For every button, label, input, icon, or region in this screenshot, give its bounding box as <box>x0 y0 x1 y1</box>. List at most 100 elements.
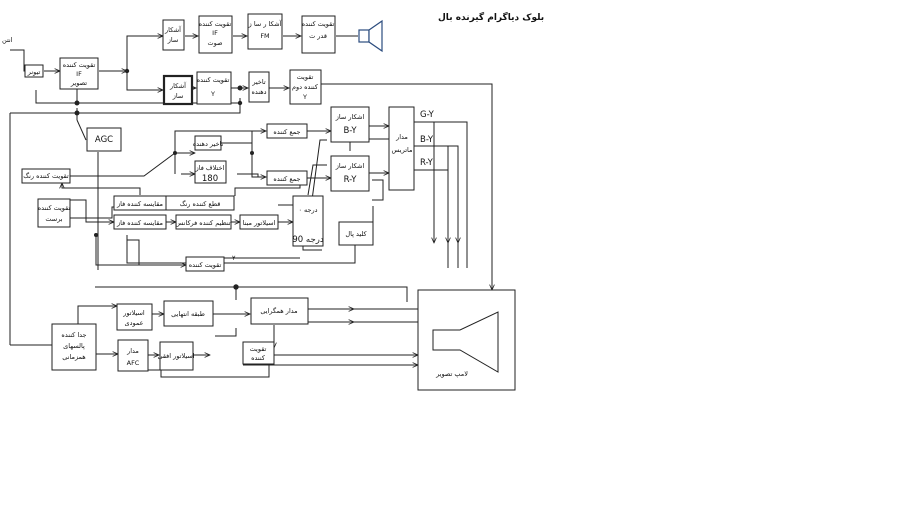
svg-text:اختلاف فاز: اختلاف فاز <box>195 164 225 172</box>
svg-text:IF: IF <box>212 29 218 37</box>
output-label-b-y: B-Y <box>420 135 434 145</box>
afc-block: مدار AFC <box>117 339 149 372</box>
svg-text:تقویت کننده: تقویت کننده <box>38 204 71 212</box>
svg-text:تاخیر دهنده: تاخیر دهنده <box>193 140 224 148</box>
audio-power-amplifier-block: تقویت کننده قدر ت <box>301 15 336 54</box>
second-y-amplifier-block: تقویت کننده دوم Y <box>289 69 322 105</box>
phase-shift-0-90-block: ۰ درجه 90 درجه <box>292 195 324 247</box>
output-label-r-y: R-Y <box>420 158 434 168</box>
svg-text:آشکا ر سا ز: آشکا ر سا ز <box>248 19 283 28</box>
svg-text:آشکار: آشکار <box>164 25 182 34</box>
delay-line-block: تاخیر دهنده <box>193 135 224 151</box>
adder-top-block: جمع کننده <box>266 123 308 139</box>
svg-text:تاخیر: تاخیر <box>251 78 266 86</box>
svg-text:تیونر: تیونر <box>27 68 41 76</box>
svg-text:جمع کننده: جمع کننده <box>273 175 300 183</box>
svg-text:طبقه انتهایی: طبقه انتهایی <box>171 310 205 318</box>
svg-text:تقویت کننده: تقویت کننده <box>199 20 232 28</box>
svg-text:دهنده: دهنده <box>251 88 266 96</box>
antenna-label: انتن <box>2 36 13 44</box>
phase-invert-180-block: اختلاف فاز 180 <box>194 160 227 184</box>
horizontal-oscillator-block: اسیلاتور افقی <box>157 341 195 371</box>
svg-text:لامپ تصویر: لامپ تصویر <box>435 370 468 378</box>
tuner-block: تیونر <box>24 64 44 78</box>
svg-text:همزمانی: همزمانی <box>62 353 86 361</box>
video-detector-block: آشکار ساز <box>162 74 194 106</box>
svg-text:اسیلاتور مبنا: اسیلاتور مبنا <box>243 219 276 227</box>
matrix-block: مدار ماتریس <box>388 106 415 191</box>
svg-text:B-Y: B-Y <box>343 126 357 136</box>
diagram-title: بلوک دیاگرام گیرنده بال <box>438 11 544 23</box>
svg-text:تصویر: تصویر <box>70 79 87 87</box>
junction-dots <box>74 68 254 290</box>
svg-text:مقایسه کننده فاز: مقایسه کننده فاز <box>116 219 163 227</box>
svg-text:FM: FM <box>260 32 269 40</box>
svg-text:قدر ت: قدر ت <box>309 32 327 40</box>
bottom-amplifier-block: تقویت کننده <box>185 256 225 272</box>
b-y-detector-block: اشکار ساز B-Y <box>330 106 370 143</box>
output-label-g-y: G-Y <box>420 110 435 120</box>
y-amplifier-block: تقویت کننده Y <box>196 71 232 105</box>
svg-text:ساز: ساز <box>167 36 179 44</box>
svg-text:اشکار ساز: اشکار ساز <box>335 113 365 121</box>
sound-detector-block: آشکار ساز <box>162 19 185 51</box>
svg-text:مدار: مدار <box>126 347 139 355</box>
phase-comparator-1-block: مقایسه کننده فاز <box>113 195 167 211</box>
sync-separator-block: جدا کننده پالسهای همزمانی <box>51 323 97 371</box>
svg-text:جمع کننده: جمع کننده <box>273 128 300 136</box>
burst-amplifier-block: تقویت کننده برست <box>37 198 71 228</box>
frequency-control-block: تنظیم کننده فرکانس <box>175 214 232 230</box>
svg-text:کننده: کننده <box>251 354 266 362</box>
svg-text:Y: Y <box>210 90 215 98</box>
r-y-detector-block: اشکار ساز R-Y <box>330 155 370 192</box>
svg-text:ماتریس: ماتریس <box>392 146 413 154</box>
svg-text:کننده دوم: کننده دوم <box>292 83 319 91</box>
svg-text:برست: برست <box>45 215 62 223</box>
svg-text:Y: Y <box>302 93 307 101</box>
svg-text:آشکار: آشکار <box>169 81 187 90</box>
svg-text:قطع کننده رنگ: قطع کننده رنگ <box>180 200 221 208</box>
if-amplifier-block: تقویت کننده IF تصویر <box>59 57 99 90</box>
svg-text:تقویت: تقویت <box>297 73 314 81</box>
adder-bottom-block: جمع کننده <box>266 170 308 186</box>
svg-text:اسیلاتور افقی: اسیلاتور افقی <box>157 352 194 360</box>
svg-text:کلید پال: کلید پال <box>345 230 367 238</box>
svg-text:تقویت کننده رنگ: تقویت کننده رنگ <box>23 172 69 180</box>
phase-comparator-2-block: مقایسه کننده فاز <box>113 214 167 230</box>
svg-text:R-Y: R-Y <box>344 175 358 185</box>
pal-switch-block: کلید پال <box>338 221 374 246</box>
color-killer-block: قطع کننده رنگ <box>165 195 235 211</box>
svg-text:صوت: صوت <box>208 39 223 47</box>
sound-if-amplifier-block: تقویت کننده IF صوت <box>198 15 233 54</box>
svg-text:تقویت: تقویت <box>250 345 267 353</box>
svg-text:۰ درجه: ۰ درجه <box>298 206 317 214</box>
svg-text:جدا کننده: جدا کننده <box>61 331 86 339</box>
y-delay-block: تاخیر دهنده <box>248 71 270 103</box>
chroma-amplifier-block: تقویت کننده رنگ <box>21 168 71 184</box>
svg-text:عمودی: عمودی <box>125 319 144 327</box>
speaker-icon <box>358 19 383 53</box>
picture-tube-block: لامپ تصویر <box>417 289 516 391</box>
svg-text:ساز: ساز <box>172 92 184 100</box>
agc-block: AGC <box>86 127 122 152</box>
fm-detector-block: آشکا ر سا ز FM <box>247 13 283 50</box>
svg-text:مقایسه کننده فاز: مقایسه کننده فاز <box>116 200 163 208</box>
reference-oscillator-block: اسیلاتور مبنا <box>239 214 279 230</box>
svg-text:تنظیم کننده فرکانس: تنظیم کننده فرکانس <box>175 219 230 227</box>
vertical-oscillator-block: اسیلاتور عمودی <box>116 303 153 331</box>
svg-text:تقویت کننده: تقویت کننده <box>189 261 222 269</box>
svg-text:پالسهای: پالسهای <box>63 342 85 350</box>
svg-text:IF: IF <box>76 70 82 78</box>
svg-text:مدار: مدار <box>395 133 408 141</box>
svg-text:اسیلاتور: اسیلاتور <box>122 309 145 317</box>
svg-text:AGC: AGC <box>95 135 113 145</box>
convergence-circuit-block: مدار همگرایی <box>250 297 309 325</box>
small-mark: ۲ <box>232 254 236 262</box>
final-stage-block: طبقه انتهایی <box>163 300 214 327</box>
horizontal-amplifier-block: تقویت کننده <box>242 341 275 365</box>
svg-text:تقویت کننده: تقویت کننده <box>63 61 96 69</box>
svg-text:تقویت کننده: تقویت کننده <box>302 20 335 28</box>
svg-text:180: 180 <box>202 174 218 184</box>
svg-text:90 درجه: 90 درجه <box>292 235 323 245</box>
svg-text:اشکار ساز: اشکار ساز <box>335 162 365 170</box>
